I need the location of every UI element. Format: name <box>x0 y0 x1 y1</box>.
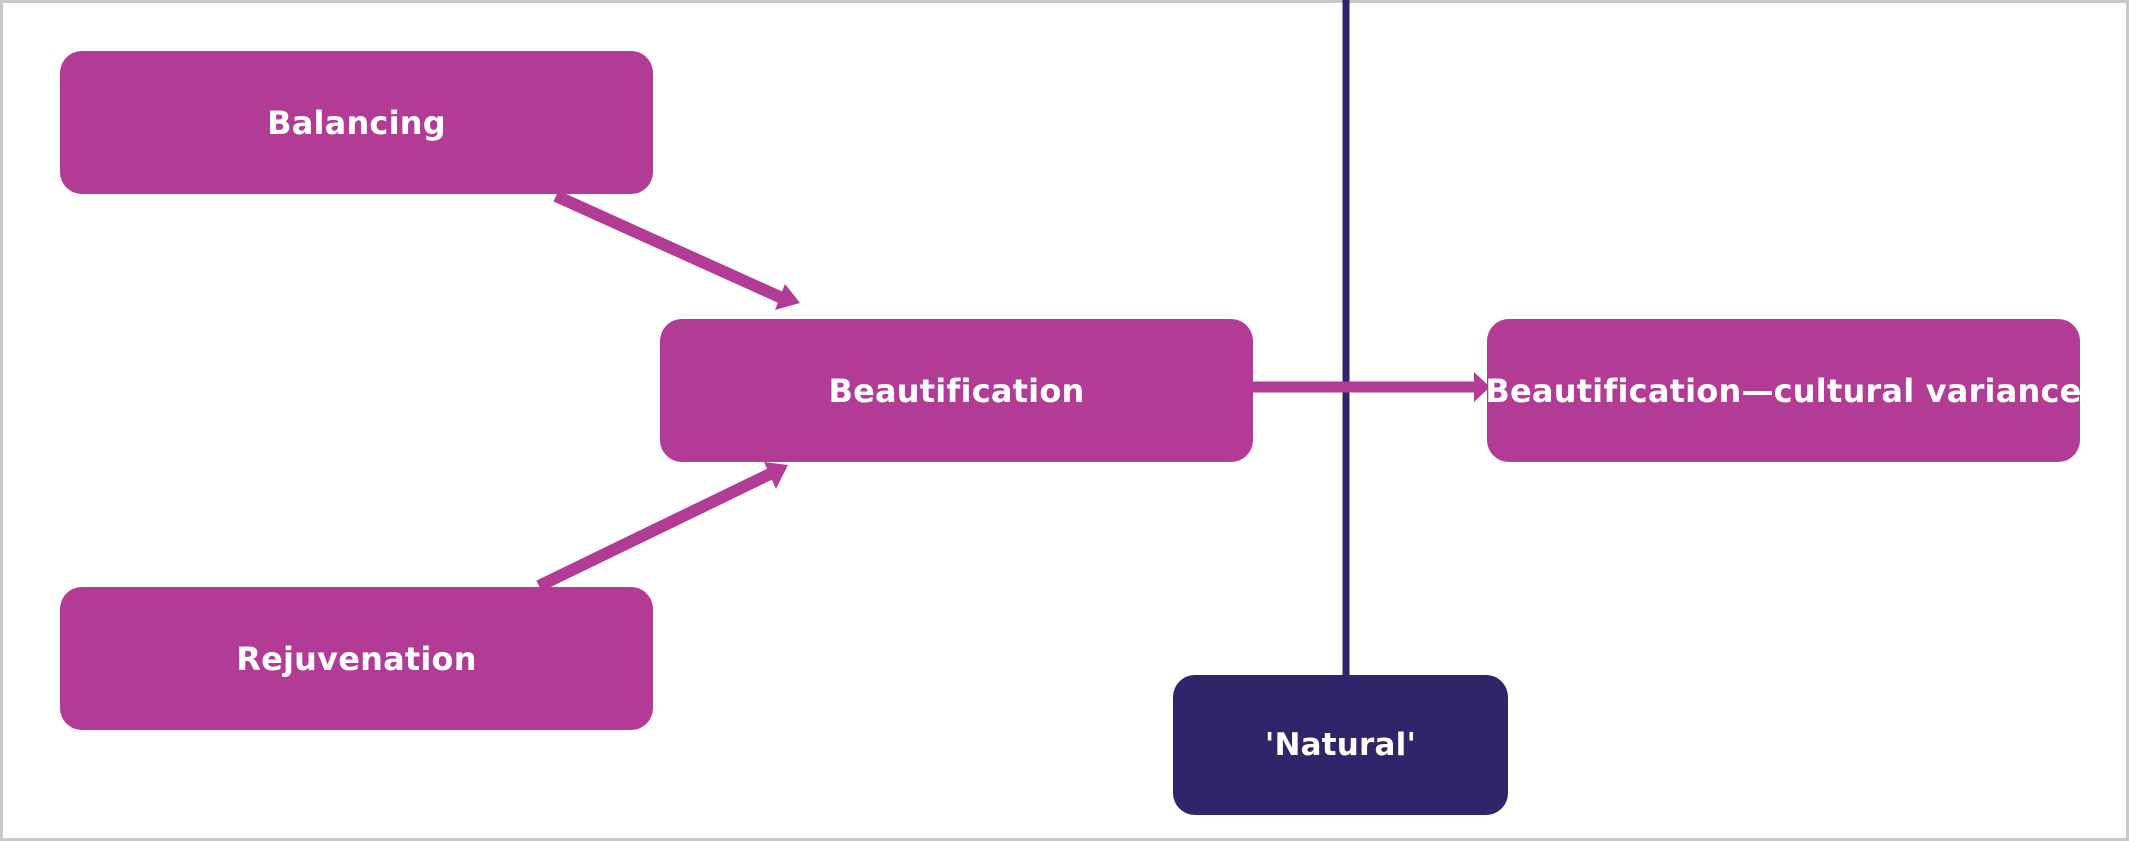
node-beautification: Beautification <box>660 319 1253 462</box>
arrow-balancing-to-beautification <box>553 190 800 310</box>
node-beautification-cultural-variance: Beautification—cultural variance <box>1485 319 2082 462</box>
node-balancing: Balancing <box>60 51 653 194</box>
node-natural: 'Natural' <box>1173 675 1508 815</box>
node-rejuvenation-label: Rejuvenation <box>236 639 477 678</box>
arrow-rejuvenation-to-beautification <box>536 462 788 592</box>
arrow-beautification-to-cultural <box>1253 372 1490 402</box>
node-natural-label: 'Natural' <box>1264 727 1417 763</box>
node-balancing-label: Balancing <box>267 103 446 142</box>
node-rejuvenation: Rejuvenation <box>60 587 653 730</box>
node-cultural-variance-label: Beautification—cultural variance <box>1485 371 2082 410</box>
node-beautification-label: Beautification <box>828 371 1085 410</box>
